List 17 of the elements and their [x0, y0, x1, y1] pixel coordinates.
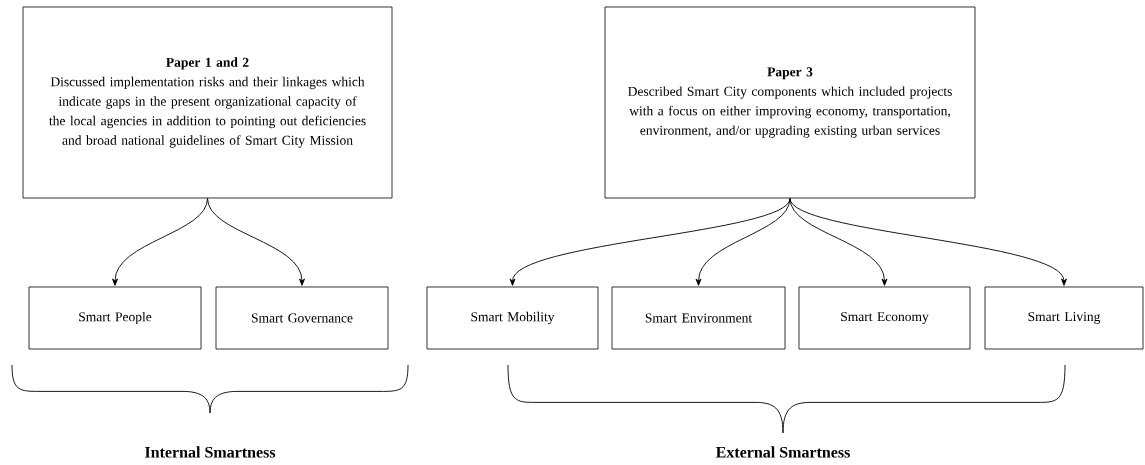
- category-box: Smart Economy: [798, 286, 971, 350]
- arrow: [207, 197, 305, 286]
- category-box: Smart Mobility: [426, 286, 599, 350]
- text-box: [604, 6, 976, 199]
- box-heading: Paper 1 and 2: [166, 57, 249, 70]
- category-box: Smart Living: [984, 286, 1144, 350]
- box-description: Described Smart City components which included projects with a focus on either improving economy, transportation, environment, and/or upgrading existing urban services: [628, 86, 952, 138]
- text-box: [22, 6, 393, 199]
- group-label: External Smartness: [715, 446, 850, 458]
- category-box: Smart People: [28, 286, 202, 350]
- group-label: Internal Smartness: [145, 446, 276, 458]
- box-description: Discussed implementation risks and their linkages which indicate gaps in the present organizational capacity of the local agencies in addition to pointing out deficiencies and broad national guidelines of Smart City Mission: [49, 76, 366, 148]
- category-box: Smart Governance: [215, 286, 389, 350]
- box-heading: Paper 3: [767, 67, 813, 80]
- category-box: Smart Environment: [611, 286, 786, 350]
- arrow: [789, 197, 1067, 286]
- arrow: [695, 197, 791, 286]
